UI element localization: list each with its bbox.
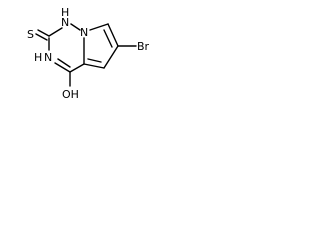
bromine-label: Br bbox=[137, 40, 150, 53]
bond-c5-c4a bbox=[83, 63, 105, 69]
bond-n3-c4 bbox=[54, 62, 71, 73]
bond-c2-s-second bbox=[35, 33, 48, 41]
bond-n3-c4-second bbox=[57, 58, 71, 68]
hydroxyl-label: OH bbox=[62, 88, 79, 101]
bond-c7-c6-second bbox=[103, 29, 113, 48]
bond-c4-c4a bbox=[69, 63, 85, 73]
nitrogen-left-label: N bbox=[44, 51, 52, 64]
bond-n1-n8 bbox=[70, 23, 81, 31]
bond-c7-c6 bbox=[107, 23, 119, 47]
hydrogen-left-label: H bbox=[34, 51, 42, 64]
bond-c6-c5 bbox=[103, 45, 119, 69]
bond-c5-c4a-second bbox=[87, 58, 102, 63]
sulfur-label: S bbox=[27, 28, 34, 41]
bond-n8-c7 bbox=[89, 23, 109, 31]
nitrogen-top-label: N bbox=[61, 16, 69, 29]
bond-c2-s bbox=[37, 29, 50, 37]
nitrogen-bridgehead-label: N bbox=[80, 26, 88, 39]
bond-c2-n1 bbox=[48, 27, 63, 37]
hydrogen-top-label: H bbox=[61, 6, 69, 19]
molecule-structure: S N H N H N Br OH bbox=[27, 6, 150, 101]
